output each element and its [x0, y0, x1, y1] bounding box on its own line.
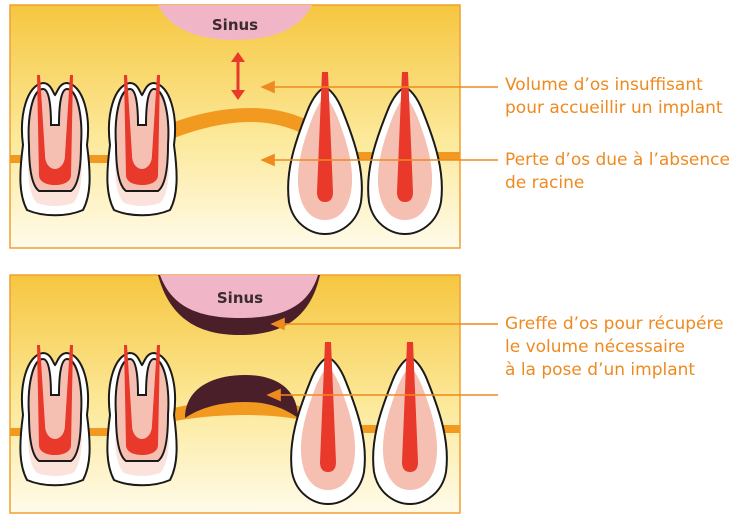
annotation-line: Perte d’os due à l’absence: [505, 149, 730, 172]
annotation-line: à la pose d’un implant: [505, 359, 724, 382]
annotation-line: Greffe d’os pour récupére: [505, 313, 724, 336]
annotation-line: le volume nécessaire: [505, 336, 724, 359]
bottom-panel: Sinus: [10, 275, 498, 513]
top-panel: Sinus: [10, 5, 498, 248]
annotation-line: pour accueillir un implant: [505, 97, 723, 120]
annotation-line: Volume d’os insuffisant: [505, 74, 723, 97]
top-annotation-bone-loss: Perte d’os due à l’absence de racine: [505, 149, 730, 195]
top-sinus-label: Sinus: [212, 16, 258, 34]
top-molar-2: [107, 75, 176, 215]
bottom-molar-1: [20, 345, 89, 485]
bottom-sinus-label: Sinus: [217, 289, 263, 307]
top-molar-1: [20, 75, 89, 215]
top-annotation-insufficient-volume: Volume d’os insuffisant pour accueillir …: [505, 74, 723, 120]
bottom-molar-2: [107, 345, 176, 485]
annotation-line: de racine: [505, 172, 730, 195]
bottom-annotation-bone-graft: Greffe d’os pour récupére le volume néce…: [505, 313, 724, 382]
